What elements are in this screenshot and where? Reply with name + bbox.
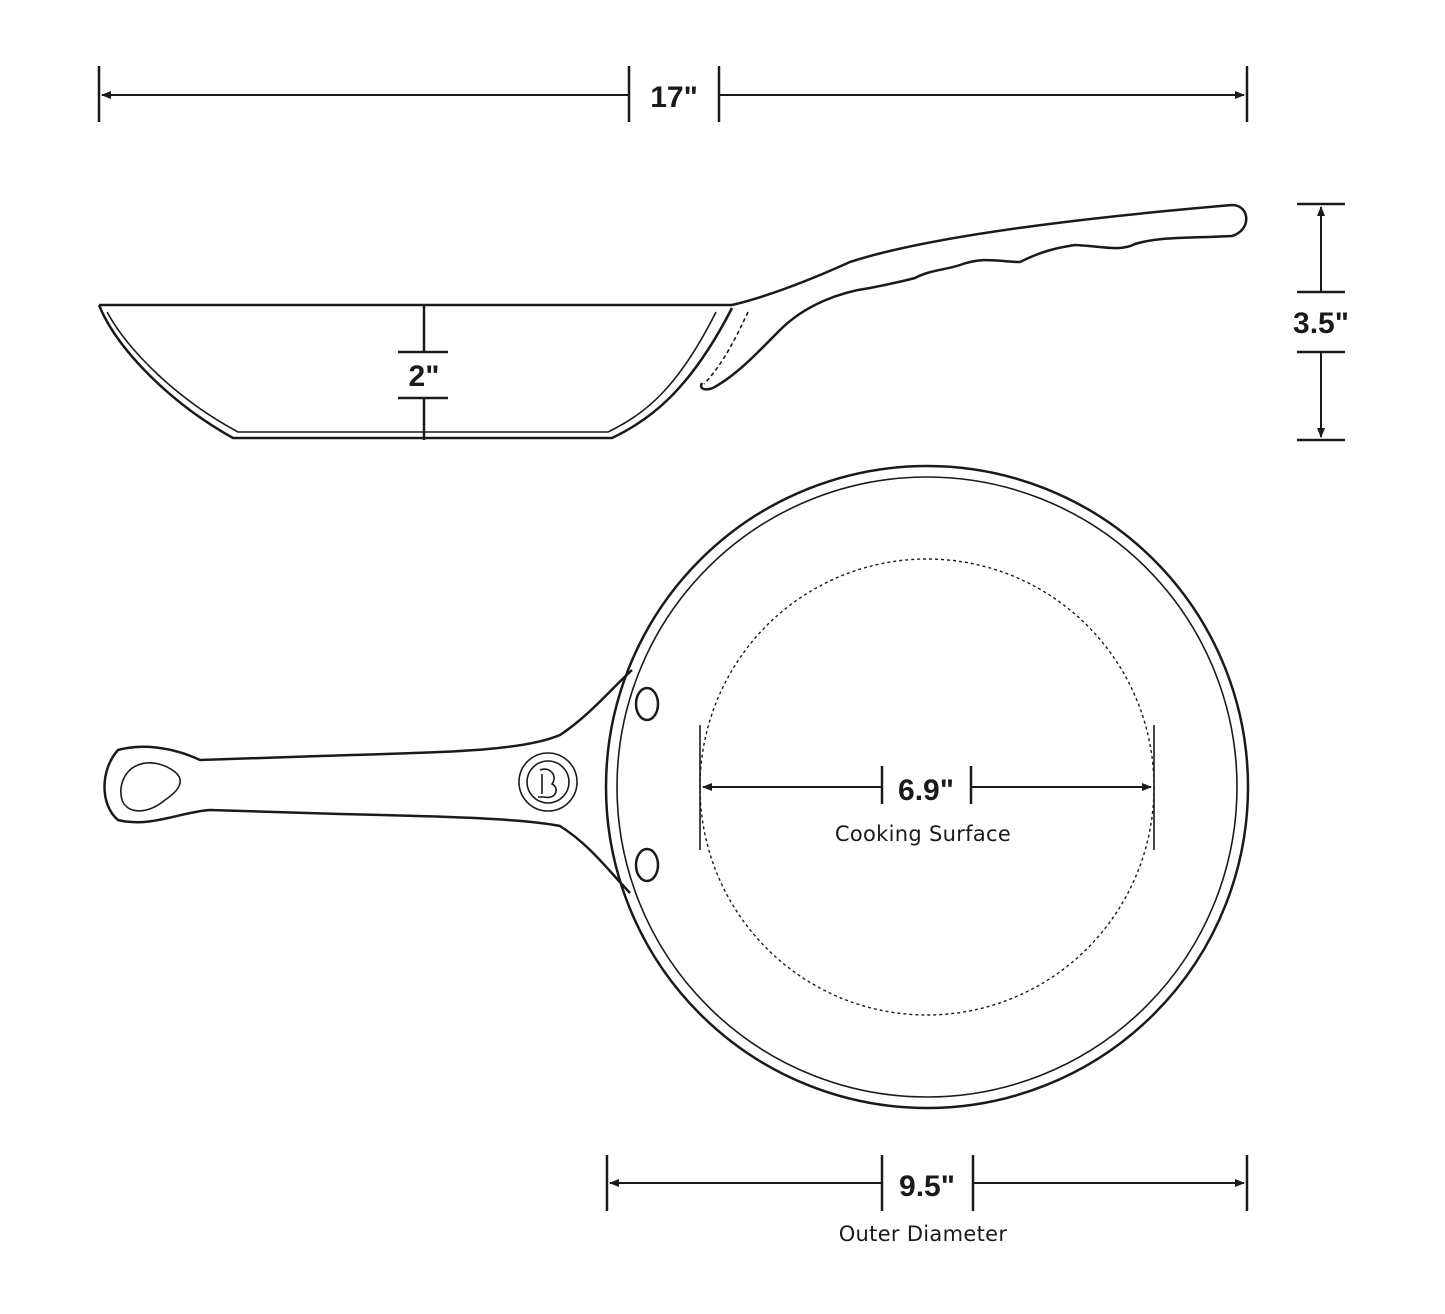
outer-diameter-dimension: 9.5" Outer Diameter <box>605 1155 1249 1246</box>
depth-value: 2" <box>409 360 440 393</box>
rivet-bottom <box>634 847 660 883</box>
overall-length-value: 17" <box>650 81 698 114</box>
height-dimension: 3.5" <box>1293 202 1349 442</box>
overall-length-dimension: 17" <box>97 66 1249 122</box>
cooking-surface-label: Cooking Surface <box>835 822 1011 846</box>
height-value: 3.5" <box>1293 307 1349 340</box>
outer-diameter-value: 9.5" <box>899 1170 955 1203</box>
rivet-top <box>634 686 660 722</box>
outer-diameter-label: Outer Diameter <box>839 1222 1008 1246</box>
pan-side-view: 2" <box>97 203 1248 440</box>
cooking-surface-value: 6.9" <box>898 774 954 807</box>
pan-top-view: 6.9" Cooking Surface <box>103 464 1250 1110</box>
bird-medallion-icon <box>518 752 578 812</box>
